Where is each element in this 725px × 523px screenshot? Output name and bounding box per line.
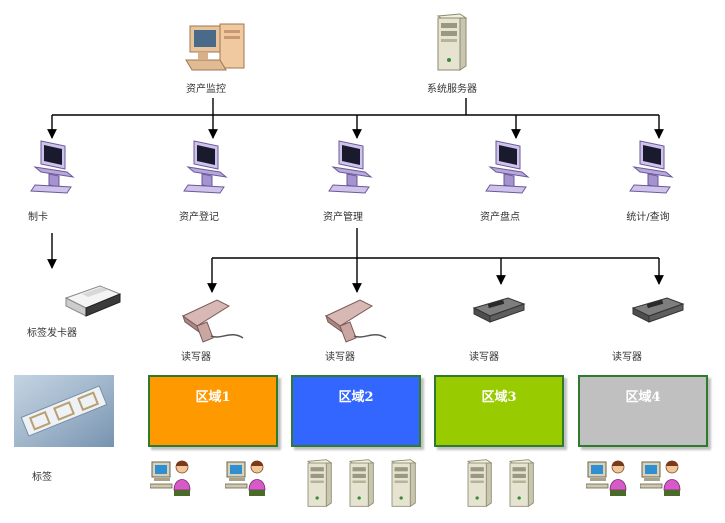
main-bus — [47, 98, 664, 139]
rfid-reader-icon — [468, 286, 528, 331]
zone-3: 区域3 — [434, 375, 564, 447]
zone-2: 区域2 — [291, 375, 421, 447]
zone-1: 区域1 — [148, 375, 278, 447]
terminal-label: 资产盘点 — [480, 212, 520, 223]
reader-bus — [207, 228, 664, 293]
zone-label: 区域4 — [625, 390, 661, 405]
server-tower-icon — [467, 459, 492, 507]
operator-workstation-icon — [586, 460, 627, 497]
terminal-label: 资产登记 — [179, 212, 219, 223]
operator-workstation-icon — [150, 460, 191, 497]
tag-label: 标签 — [32, 472, 52, 483]
reader-label: 读写器 — [469, 352, 499, 363]
kiosk-terminal-icon — [485, 140, 529, 194]
server-tower-icon — [509, 459, 534, 507]
reader-label: 读写器 — [325, 352, 355, 363]
zone-4: 区域4 — [578, 375, 708, 447]
zone-label: 区域3 — [481, 390, 517, 405]
reader-label: 读写器 — [612, 352, 642, 363]
monitor-label: 资产监控 — [186, 84, 226, 95]
operator-workstation-icon — [640, 460, 681, 497]
kiosk-terminal-icon — [30, 140, 74, 194]
server-tower-icon — [437, 13, 467, 71]
server-tower-icon — [307, 459, 332, 507]
card-issuer-label: 标签发卡器 — [27, 328, 77, 339]
desktop-pc-icon — [185, 23, 245, 71]
zone-label: 区域2 — [338, 390, 374, 405]
server-label: 系统服务器 — [427, 84, 477, 95]
kiosk-terminal-icon — [183, 140, 227, 194]
operator-workstation-icon — [225, 460, 266, 497]
rfid-reader-icon — [627, 286, 687, 331]
terminal-label: 制卡 — [28, 212, 48, 223]
reader-label: 读写器 — [181, 352, 211, 363]
server-tower-icon — [349, 459, 374, 507]
card-issuer-icon — [60, 272, 126, 328]
terminal-label: 资产管理 — [323, 212, 363, 223]
barcode-scanner-icon — [182, 299, 244, 343]
barcode-scanner-icon — [325, 299, 387, 343]
server-tower-icon — [391, 459, 416, 507]
terminal-label: 统计/查询 — [626, 212, 670, 223]
kiosk-terminal-icon — [328, 140, 372, 194]
zone-label: 区域1 — [195, 390, 231, 405]
rfid-tag-icon — [14, 375, 114, 447]
kiosk-terminal-icon — [629, 140, 673, 194]
